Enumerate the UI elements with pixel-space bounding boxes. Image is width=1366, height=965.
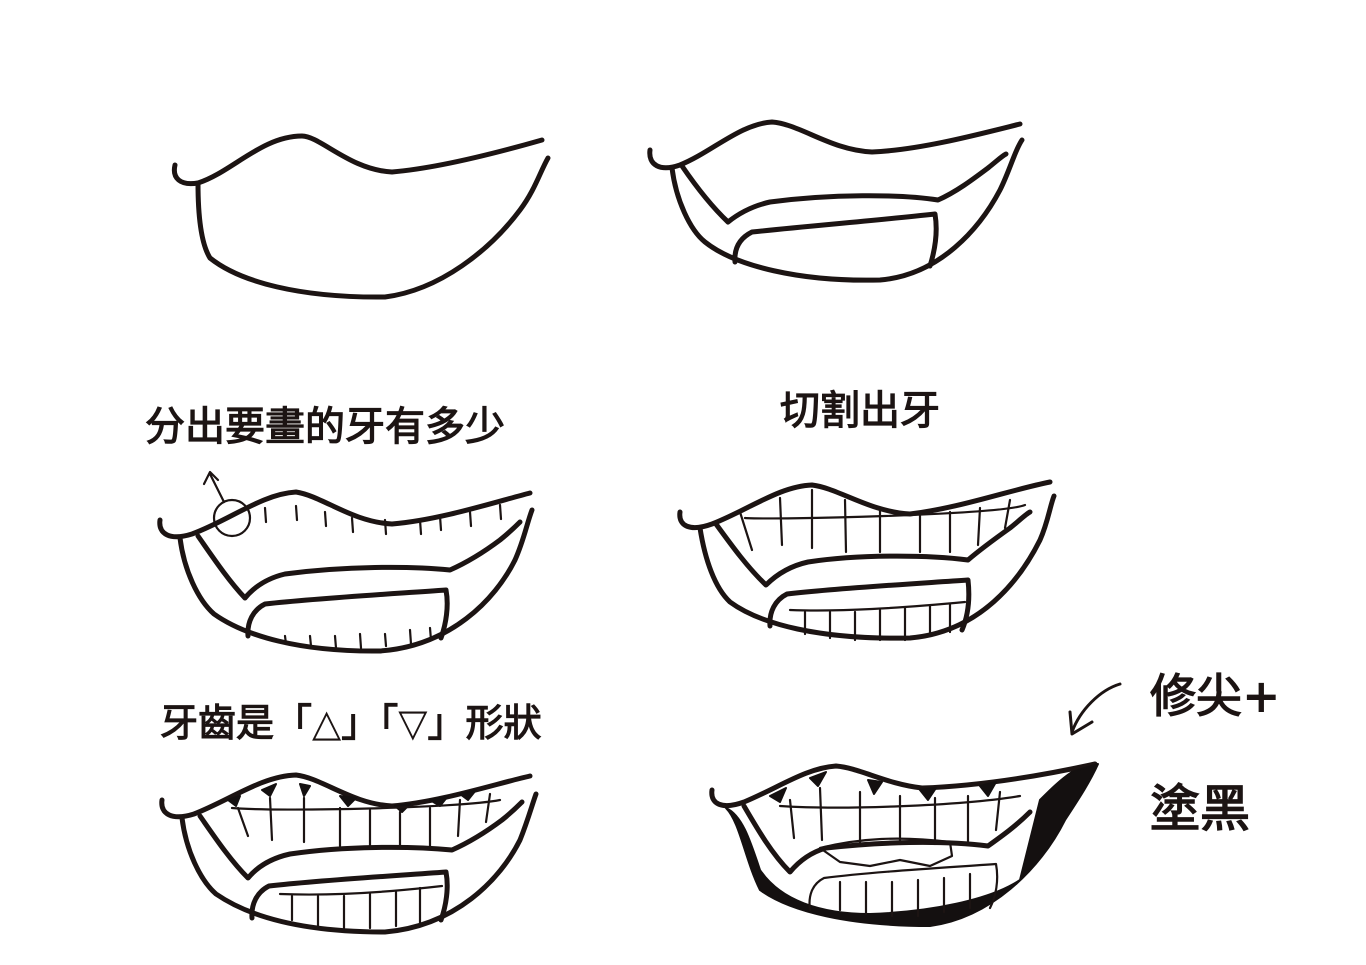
mouth-step-6	[709, 761, 1099, 927]
upper-triangle-teeth	[227, 783, 502, 848]
step-3-note: 分出要畫的牙有多少	[145, 404, 505, 450]
mouth-step-2	[647, 119, 1025, 283]
lower-teeth-lines	[788, 600, 967, 642]
sharpened-lower-teeth	[808, 837, 999, 918]
step-5-note: 牙齒是「△」「▽」形狀	[160, 701, 541, 745]
step-6-note: 修尖+ 塗黑	[1150, 669, 1281, 838]
lower-triangle-teeth	[278, 884, 444, 930]
curved-arrow-icon	[1068, 682, 1122, 736]
step-6-note-line-2: 塗黑	[1150, 780, 1250, 838]
mouth-step-3	[157, 470, 535, 654]
step-4-note: 切割出牙	[780, 388, 940, 434]
step-6-note-line-1: 修尖+	[1150, 669, 1281, 723]
circle-arrow-icon	[202, 470, 252, 538]
mouth-step-1	[171, 133, 551, 300]
mouth-step-5	[159, 772, 539, 935]
mouth-step-4	[677, 479, 1057, 642]
tooth-count-marks	[263, 503, 503, 650]
upper-teeth-lines	[738, 488, 1027, 554]
sharpened-upper-teeth	[769, 771, 1022, 846]
